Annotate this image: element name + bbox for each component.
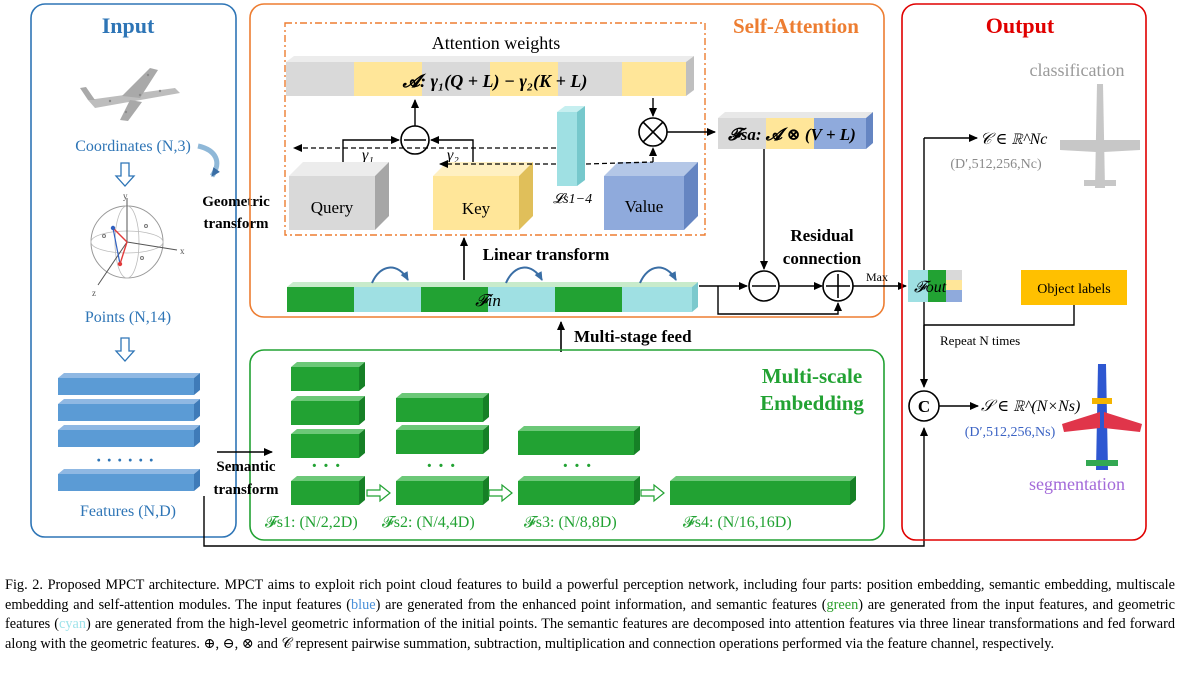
fs2-label: 𝓕s2: (N/4,4D) <box>382 514 475 531</box>
gamma1-label: γ₁ <box>362 147 374 164</box>
svg-text:z: z <box>92 288 96 298</box>
c-dims: (D′,512,256,Nc) <box>950 157 1042 172</box>
input-dots: · · · · · · <box>96 450 155 470</box>
segmentation-airplane-icon <box>1062 364 1142 470</box>
points-label: Points (N,14) <box>85 309 171 326</box>
multiscale-panel <box>249 349 885 541</box>
semantic-transform-line2: transform <box>214 482 279 498</box>
linear-transform-label: Linear transform <box>483 245 610 264</box>
key-label: Key <box>462 199 491 218</box>
figure-caption: Fig. 2. Proposed MPCT architecture. MPCT… <box>5 577 1175 652</box>
semantic-transform-line1: Semantic <box>216 459 276 475</box>
max-label: Max <box>866 270 888 284</box>
query-label: Query <box>311 198 354 217</box>
attention-formula: 𝓐: γ₁(Q + L) − γ₂(K + L) <box>402 71 588 92</box>
key-block <box>433 162 533 230</box>
architecture-diagram: Input Coordinates (N,3) x y z Points (N,… <box>30 3 1147 547</box>
right-arrow-icon <box>640 483 665 503</box>
sphere-points-icon: x y z <box>90 191 185 298</box>
c-formula: 𝒞 ∈ ℝ^Nc <box>980 131 1047 148</box>
concat-label: C <box>918 397 930 416</box>
input-panel <box>30 3 237 538</box>
fin-input-bar <box>287 282 698 312</box>
attention-weights-label: Attention weights <box>432 33 561 53</box>
fs3-blocks <box>518 426 640 505</box>
repeat-label: Repeat N times <box>940 333 1020 348</box>
attention-dashed-box <box>284 22 706 236</box>
right-arrow-icon <box>488 483 513 503</box>
fs4-label: 𝓕s4: (N/16,16D) <box>683 514 792 531</box>
fs2-blocks <box>396 393 489 505</box>
input-title: Input <box>102 13 155 38</box>
fout-label: 𝓕out <box>914 279 947 296</box>
self-attention-title: Self-Attention <box>733 14 859 38</box>
object-labels-box <box>1021 270 1127 305</box>
ls-geometric-block <box>557 106 585 186</box>
multiply-operator-icon <box>638 117 668 147</box>
features-label: Features (N,D) <box>80 503 176 520</box>
geometric-transform-line2: transform <box>204 216 269 232</box>
query-block <box>289 162 389 230</box>
residual-line1: Residual <box>790 226 854 245</box>
fsa-output-bar <box>718 112 873 149</box>
down-arrow-icon <box>114 337 136 362</box>
ls-label: 𝓛s1−4 <box>553 192 592 207</box>
svg-text:y: y <box>123 191 128 201</box>
fs1-dots: · · · <box>311 455 341 477</box>
output-panel <box>901 3 1147 541</box>
fs1-label: 𝓕s1: (N/2,2D) <box>265 514 358 531</box>
fs2-dots: · · · <box>426 455 456 477</box>
residual-subtract-icon <box>748 270 780 302</box>
segmentation-label: segmentation <box>1029 474 1125 494</box>
value-block <box>604 162 698 230</box>
s-formula: 𝒮 ∈ ℝ^(N×Ns) <box>981 398 1080 415</box>
multiscale-title-line1: Multi-scale <box>762 364 862 388</box>
multiscale-title-line2: Embedding <box>760 391 864 415</box>
output-title: Output <box>986 13 1055 38</box>
self-attention-panel <box>249 3 885 318</box>
value-label: Value <box>625 197 664 216</box>
multistage-feed-label: Multi-stage feed <box>574 327 692 346</box>
fsa-formula: 𝓕sa: 𝓐 ⊗ (V + L) <box>727 125 856 144</box>
subtract-operator-icon <box>400 125 430 155</box>
right-arrow-icon <box>366 483 391 503</box>
classification-airplane-icon <box>1060 84 1140 188</box>
gamma2-label: γ₂ <box>447 147 459 164</box>
fs3-dots: · · · <box>562 455 592 477</box>
input-feature-bars <box>58 373 200 491</box>
down-arrow-icon <box>114 162 136 187</box>
fin-curve-arrows <box>371 266 677 284</box>
airplane-pointcloud-icon <box>80 68 180 121</box>
fs1-blocks <box>291 362 365 505</box>
svg-text:x: x <box>180 246 185 256</box>
s-dims: (D′,512,256,Ns) <box>965 425 1056 440</box>
residual-line2: connection <box>783 249 862 268</box>
coordinates-label: Coordinates (N,3) <box>75 138 191 155</box>
fout-block <box>908 270 962 302</box>
fs3-label: 𝓕s3: (N/8,8D) <box>524 514 617 531</box>
attention-weights-bar <box>286 56 694 96</box>
fin-label: 𝓕in <box>475 291 501 310</box>
classification-label: classification <box>1030 60 1125 80</box>
object-labels-text: Object labels <box>1037 282 1110 297</box>
fs4-block <box>670 476 856 505</box>
curved-arrow-icon <box>197 143 220 178</box>
residual-add-icon <box>822 270 854 302</box>
geometric-transform-line1: Geometric <box>202 194 270 210</box>
